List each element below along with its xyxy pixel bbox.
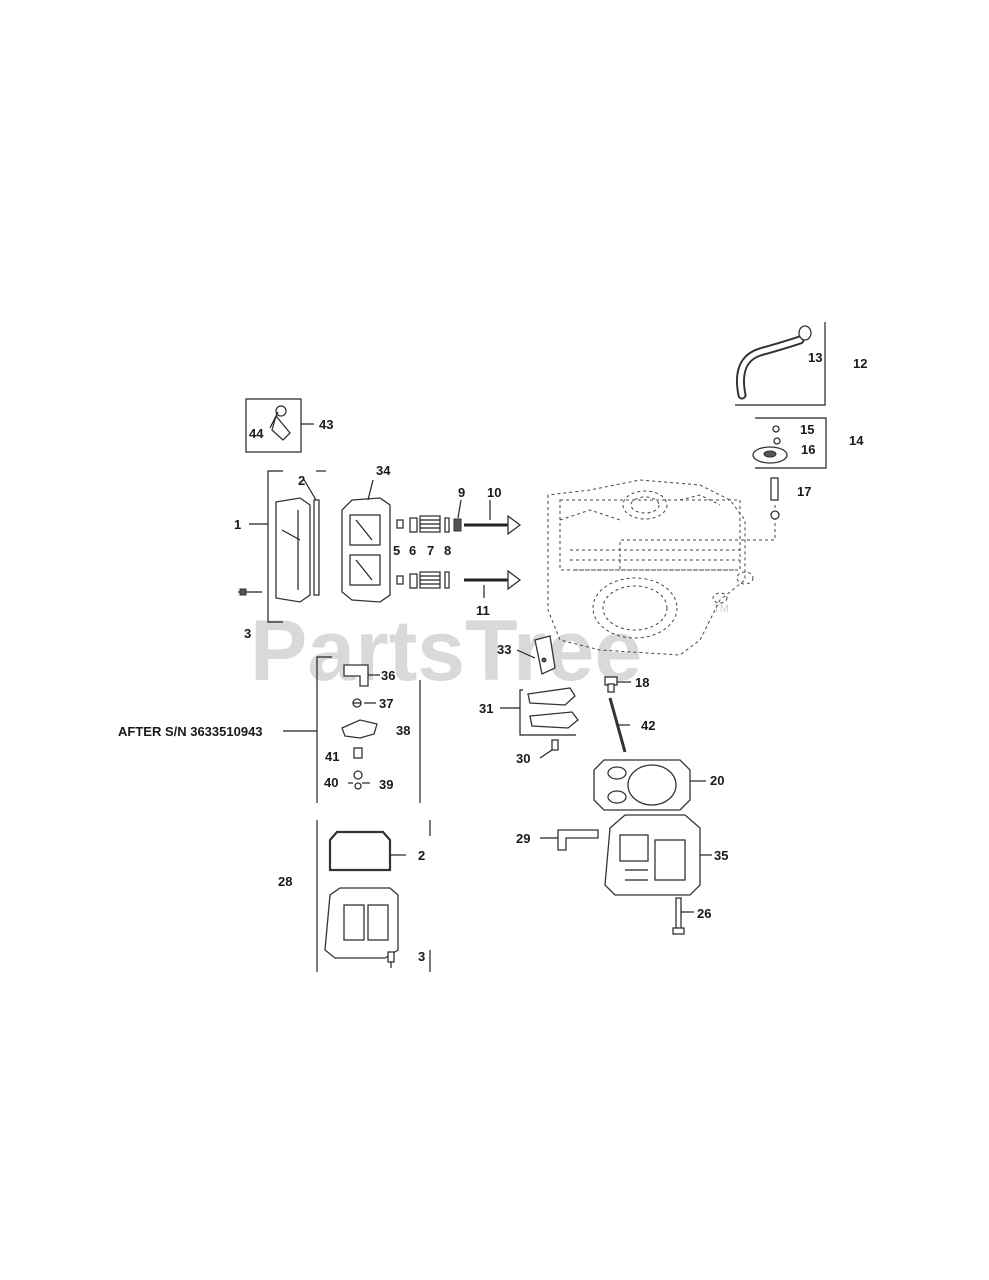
valve-cover-group [238, 470, 326, 623]
callout-29: 29 [516, 831, 530, 846]
callout-2-lower: 2 [418, 848, 425, 863]
breather-hose-group [735, 322, 826, 406]
callout-26: 26 [697, 906, 711, 921]
cover-kit-28 [316, 820, 431, 972]
callout-38: 38 [396, 723, 410, 738]
callout-9: 9 [458, 485, 465, 500]
callout-12: 12 [853, 356, 867, 371]
callout-10: 10 [487, 485, 501, 500]
callout-7: 7 [427, 543, 434, 558]
rocker-group [500, 635, 579, 759]
callout-3-lower: 3 [418, 949, 425, 964]
callout-28: 28 [278, 874, 292, 889]
dowel-and-tube [604, 676, 631, 753]
callout-17: 17 [797, 484, 811, 499]
callout-16: 16 [801, 442, 815, 457]
valve-train [396, 499, 522, 598]
callout-14: 14 [849, 433, 864, 448]
after-sn-group [283, 656, 421, 803]
watermark-trademark: TM [713, 603, 729, 615]
callout-42: 42 [641, 718, 655, 733]
callout-15: 15 [800, 422, 814, 437]
callout-37: 37 [379, 696, 393, 711]
callout-40: 40 [324, 775, 338, 790]
callout-18: 18 [635, 675, 649, 690]
watermark: PartsTree [250, 603, 642, 699]
bolt-26 [672, 897, 694, 935]
callout-30: 30 [516, 751, 530, 766]
part-17-fitting [619, 477, 780, 570]
callout-8: 8 [444, 543, 451, 558]
callout-33: 33 [497, 642, 511, 657]
callout-3-upper: 3 [244, 626, 251, 641]
callout-labels: 1 2 3 5 6 7 8 9 10 11 12 13 14 15 16 17 … [118, 350, 867, 964]
callout-35: 35 [714, 848, 728, 863]
callout-44: 44 [249, 426, 264, 441]
head-gasket-20 [593, 759, 706, 811]
callout-1: 1 [234, 517, 241, 532]
cylinder-head-34 [341, 479, 391, 603]
callout-43: 43 [319, 417, 333, 432]
callout-6: 6 [409, 543, 416, 558]
callout-11: 11 [476, 603, 490, 618]
serial-number-note: AFTER S/N 3633510943 [118, 724, 263, 739]
part-43-box [245, 398, 314, 453]
callout-41: 41 [325, 749, 339, 764]
callout-13: 13 [808, 350, 822, 365]
callout-31: 31 [479, 701, 493, 716]
engine-block [547, 479, 754, 656]
callout-2-upper: 2 [298, 473, 305, 488]
callout-39: 39 [379, 777, 393, 792]
callout-5: 5 [393, 543, 400, 558]
breather-cover-group [752, 417, 827, 469]
callout-36: 36 [381, 668, 395, 683]
cylinder-head-35 [604, 814, 712, 896]
callout-20: 20 [710, 773, 724, 788]
bracket-29 [540, 829, 599, 851]
callout-34: 34 [376, 463, 391, 478]
